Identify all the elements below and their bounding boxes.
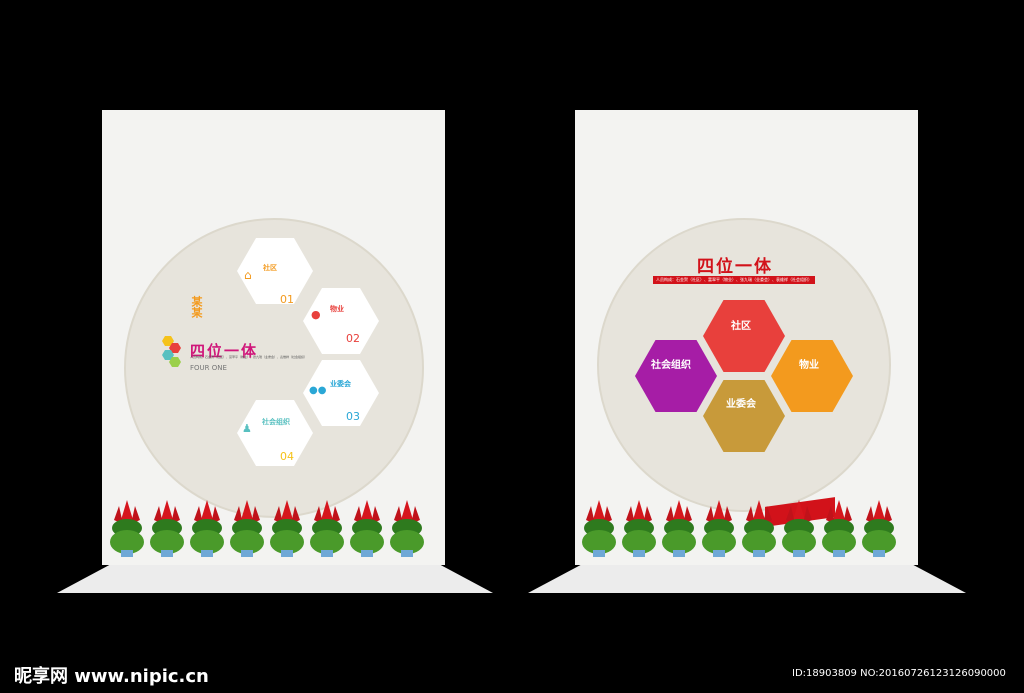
potted-plant — [582, 498, 616, 558]
right-plant-row — [582, 498, 912, 573]
right-display-board: 四位一体 人员构成：石金贺（社区）、富翠平（物业）、张九瑞（业委会）、袁维祥（社… — [575, 110, 918, 565]
hex-item-yeweihui — [703, 380, 785, 452]
plant-icon — [622, 500, 656, 557]
hex-item-shequ — [703, 300, 785, 372]
item-label: 业委会 — [330, 380, 351, 388]
people-icon: ♟ — [242, 422, 252, 435]
plant-icon — [310, 500, 344, 557]
accent-hex — [169, 357, 181, 367]
hex-item-wuye — [771, 340, 853, 412]
item-label: 业委会 — [726, 399, 756, 410]
item-label: 社区 — [263, 264, 277, 272]
person-icon: ● — [311, 308, 321, 321]
item-number: 02 — [346, 332, 360, 345]
plant-icon — [742, 500, 776, 557]
item-label: 社区 — [731, 321, 751, 332]
item-label: 社会组织 — [651, 360, 691, 371]
potted-plant — [662, 498, 696, 558]
accent-hex — [169, 343, 181, 353]
potted-plant — [190, 498, 224, 558]
plant-icon — [582, 500, 616, 557]
plant-icon — [702, 500, 736, 557]
item-label: 社会组织 — [262, 418, 290, 426]
potted-plant — [230, 498, 264, 558]
potted-plant — [390, 498, 424, 558]
potted-plant — [270, 498, 304, 558]
potted-plant — [782, 498, 816, 558]
left-floor — [57, 565, 493, 593]
right-caption: 人员构成：石金贺（社区）、富翠平（物业）、张九瑞（业委会）、袁维祥（社会组织） — [653, 276, 815, 284]
plant-icon — [150, 500, 184, 557]
accent-hex — [162, 336, 174, 346]
item-number: 04 — [280, 450, 294, 463]
potted-plant — [350, 498, 384, 558]
plant-icon — [862, 500, 896, 557]
site-logo: 昵享网 www.nipic.cn — [14, 666, 209, 687]
item-number: 03 — [346, 410, 360, 423]
potted-plant — [822, 498, 856, 558]
plant-icon — [662, 500, 696, 557]
left-caption: 人员构成：石金贺（社区）、富翠平（物业）、张九瑞（业委会）、袁维祥（社会组织） — [190, 355, 308, 359]
potted-plant — [622, 498, 656, 558]
accent-hex — [162, 350, 174, 360]
plant-icon — [230, 500, 264, 557]
item-label: 物业 — [799, 360, 819, 371]
plant-icon — [110, 500, 144, 557]
group-icon: ●● — [309, 385, 327, 396]
plant-icon — [782, 500, 816, 557]
plant-icon — [822, 500, 856, 557]
image-id: ID:18903809 NO:20160726123126090000 — [792, 668, 1006, 679]
potted-plant — [742, 498, 776, 558]
left-title: 四位一体 — [190, 342, 259, 360]
right-floor — [528, 565, 966, 593]
left-subtitle: FOUR ONE — [190, 364, 227, 372]
item-number: 01 — [280, 293, 294, 306]
potted-plant — [702, 498, 736, 558]
left-plant-row — [110, 498, 440, 573]
potted-plant — [110, 498, 144, 558]
plant-icon — [270, 500, 304, 557]
potted-plant — [862, 498, 896, 558]
badge-text: 某某 — [190, 296, 203, 318]
potted-plant — [150, 498, 184, 558]
left-display-board: 某某 四位一体 FOUR ONE 人员构成：石金贺（社区）、富翠平（物业）、张九… — [102, 110, 445, 565]
item-label: 物业 — [330, 305, 344, 313]
plant-icon — [350, 500, 384, 557]
plant-icon — [190, 500, 224, 557]
house-icon: ⌂ — [244, 268, 252, 282]
right-title: 四位一体 — [697, 257, 773, 277]
potted-plant — [310, 498, 344, 558]
plant-icon — [390, 500, 424, 557]
hex-item-shehuizuzhi — [635, 340, 717, 412]
